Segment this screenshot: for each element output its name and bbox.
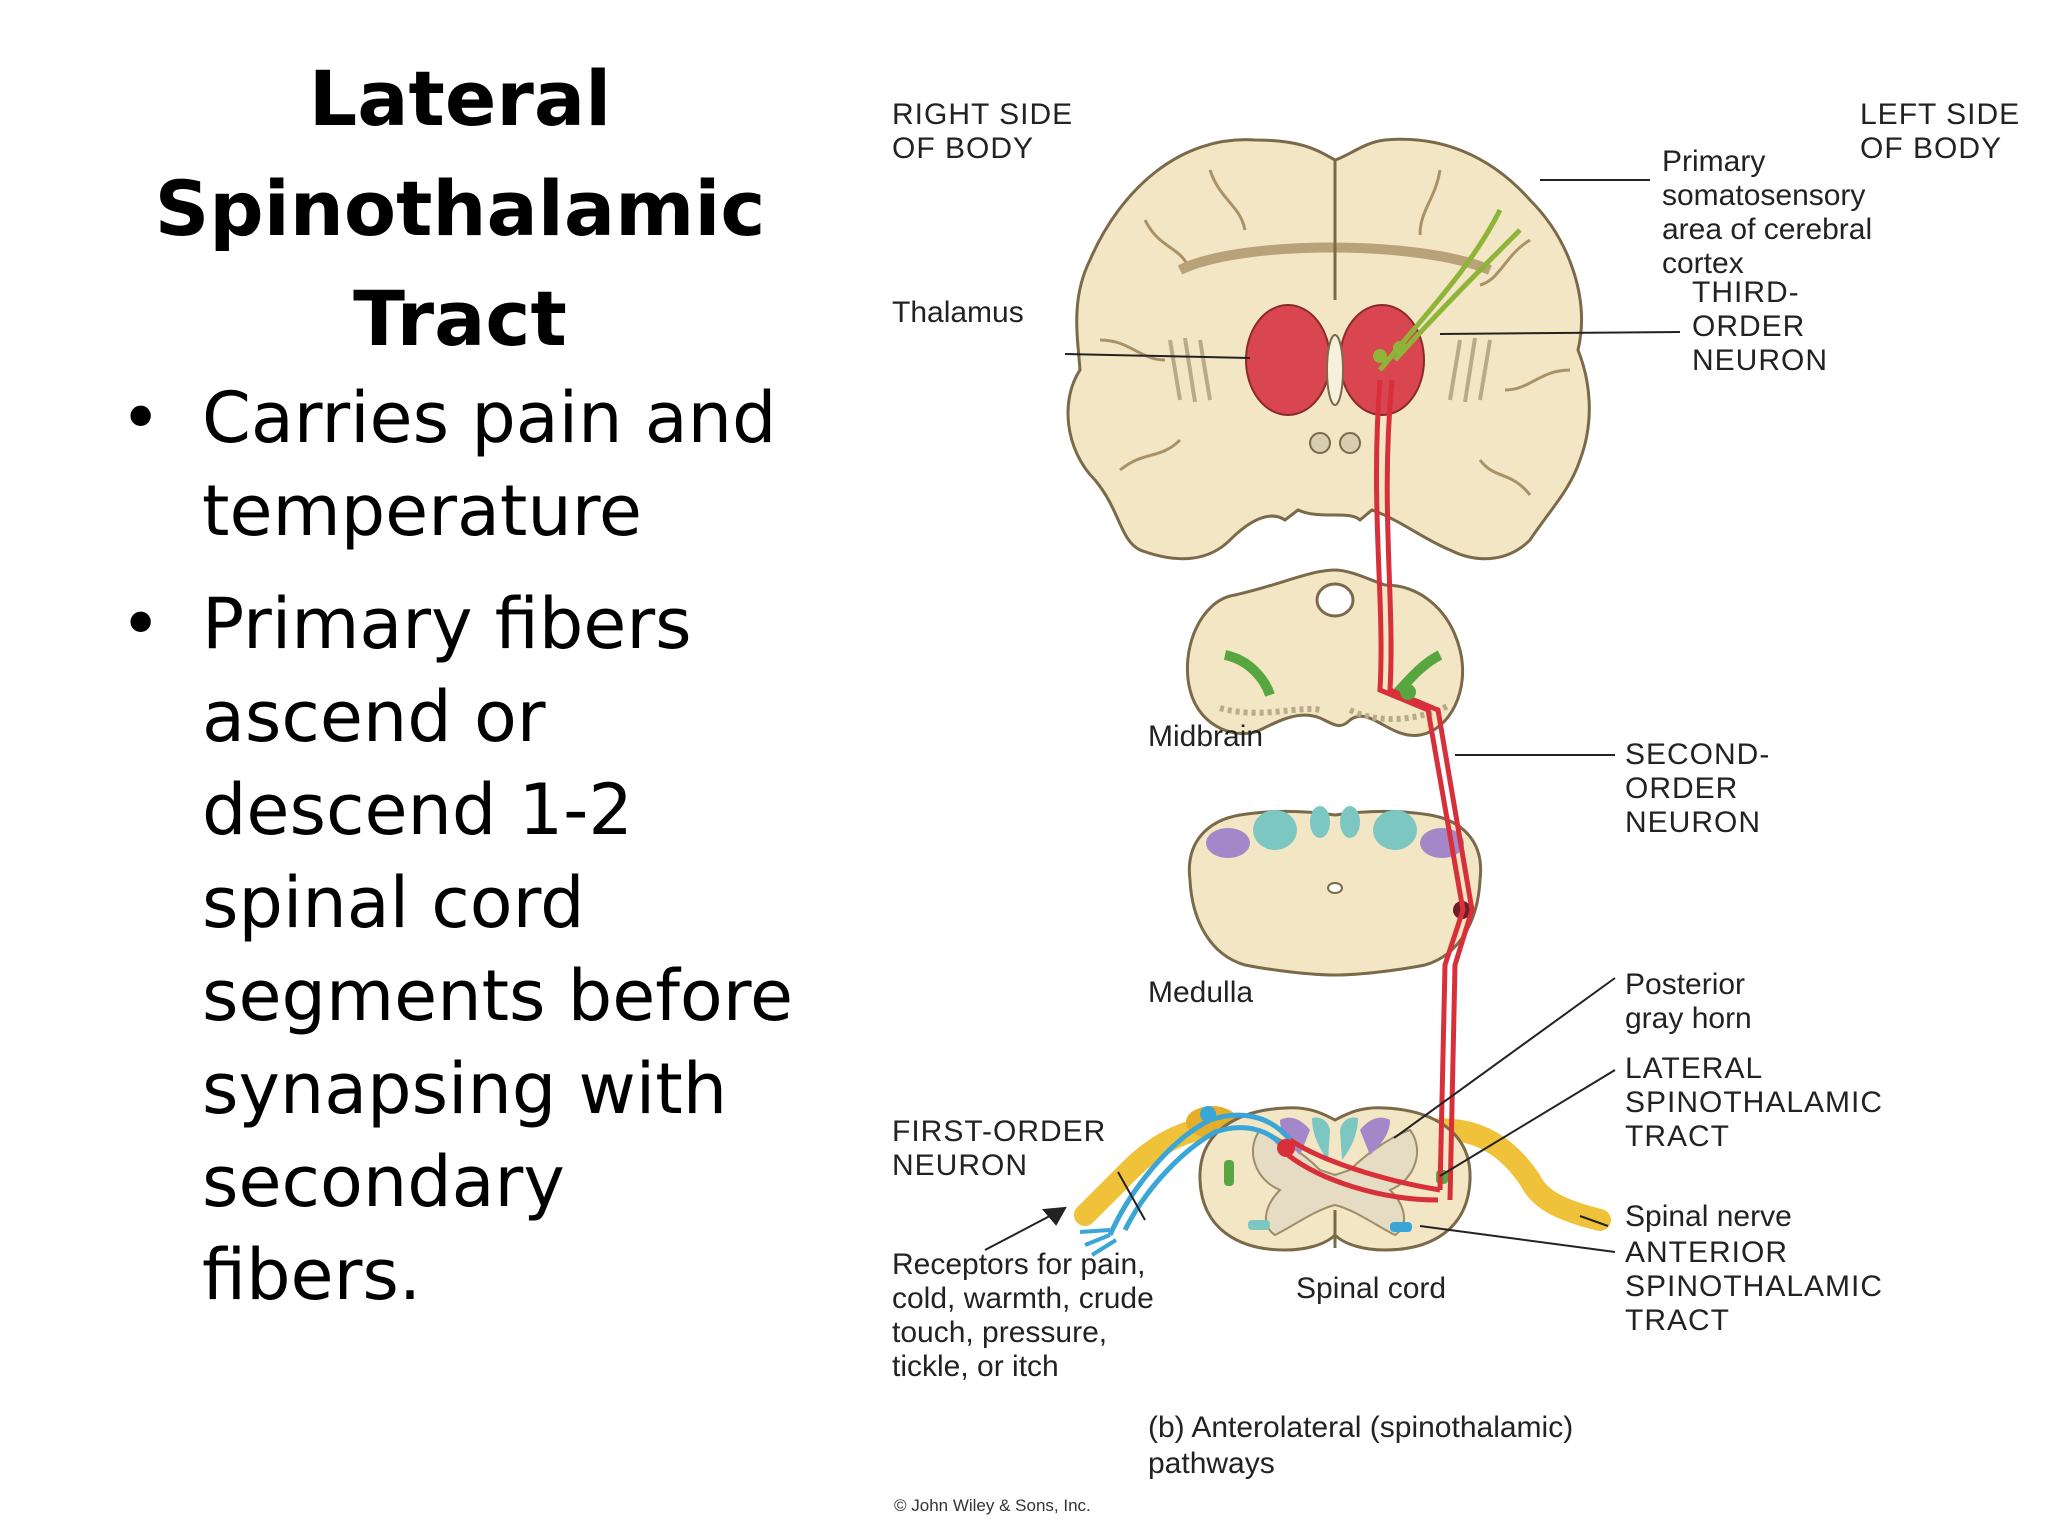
leader-third-order — [1439, 331, 1681, 335]
second-order-fiber — [1286, 1153, 1439, 1203]
label-second-order-neuron: SECOND- ORDER NEURON — [1625, 738, 1771, 839]
label-right-side: RIGHT SIDE OF BODY — [892, 98, 1074, 165]
label-posterior-gray-horn: Posterior gray horn — [1625, 968, 1752, 1035]
medulla-nucleus-purple — [1206, 828, 1250, 858]
receptor-endings — [1079, 1228, 1118, 1257]
cortex-fold — [1504, 368, 1571, 392]
thalamus-right — [1245, 304, 1331, 416]
leader-lateral-tract — [1439, 1069, 1616, 1177]
cortex-fold — [1099, 338, 1166, 362]
medulla-nucleus-teal — [1373, 810, 1417, 850]
medulla-nucleus-teal — [1253, 810, 1297, 850]
dorsal-column-purple — [1360, 1117, 1390, 1155]
mammillary-body — [1339, 432, 1361, 454]
figure-caption: (b) Anterolateral (spinothalamic) pathwa… — [1148, 1411, 1574, 1480]
leader-thalamus — [1064, 353, 1251, 359]
cortex-fold — [1478, 459, 1532, 496]
medulla-nucleus-teal — [1340, 806, 1360, 838]
first-order-fiber — [1122, 1125, 1288, 1232]
dorsal-column-teal — [1312, 1117, 1330, 1160]
mammillary-body — [1309, 432, 1331, 454]
label-medulla: Medulla — [1148, 976, 1254, 1009]
central-canal — [1327, 882, 1343, 894]
synapse-midbrain — [1400, 684, 1416, 700]
midbrain-nucleus — [1223, 650, 1275, 697]
basal-ganglia-striations — [1168, 337, 1492, 403]
label-spinal-cord: Spinal cord — [1296, 1272, 1447, 1305]
anterior-tract-marker-left — [1390, 1222, 1412, 1232]
cerebral-aqueduct — [1315, 582, 1355, 618]
title-line-1: Lateral — [308, 54, 612, 143]
label-lateral-spinothalamic-tract: LATERAL SPINOTHALAMIC TRACT — [1625, 1052, 1884, 1153]
cortex-fold — [1119, 438, 1182, 472]
second-order-tract — [1277, 379, 1475, 1203]
leader-anterior-tract — [1419, 1225, 1616, 1253]
second-order-fiber — [1288, 1137, 1441, 1193]
anterior-tract-marker — [1224, 1160, 1234, 1186]
bullet-item: Primary fibers ascend or descend 1-2 spi… — [120, 578, 800, 1322]
pathway-diagram — [984, 137, 1681, 1257]
label-midbrain: Midbrain — [1148, 720, 1264, 753]
label-third-order-neuron: THIRD- ORDER NEURON — [1692, 276, 1829, 377]
ascending-fiber — [1373, 379, 1466, 1191]
title-line-3: Tract — [353, 274, 567, 363]
cerebral-peduncle-striation — [1348, 702, 1452, 722]
leader-first-order — [1117, 1171, 1146, 1221]
anterior-tract-marker — [1248, 1220, 1270, 1230]
copyright-notice: © John Wiley & Sons, Inc. — [894, 1496, 1091, 1515]
dorsal-column-teal — [1340, 1117, 1358, 1160]
spinal-nerve-left — [1419, 1118, 1611, 1231]
label-first-order-neuron: FIRST-ORDER NEURON — [892, 1115, 1107, 1182]
cerebral-peduncle-striation — [1219, 705, 1321, 716]
medulla-section — [1187, 806, 1483, 977]
bullet-item: Carries pain and temperature — [120, 372, 800, 558]
slide-title: Lateral Spinothalamic Tract — [80, 44, 840, 374]
label-receptors: Receptors for pain, cold, warmth, crude … — [892, 1248, 1154, 1383]
ascending-fiber — [1384, 379, 1475, 1201]
medulla-nucleus-teal — [1310, 806, 1330, 838]
second-order-cell-body — [1277, 1139, 1295, 1157]
cortex-fold — [1208, 169, 1247, 231]
cerebrum-section — [1066, 137, 1591, 561]
third-order-fiber — [1393, 228, 1522, 362]
midbrain-section — [1185, 568, 1465, 737]
label-spinal-nerve: Spinal nerve — [1625, 1200, 1792, 1233]
receptor-arrow-head — [1041, 1206, 1067, 1226]
bullet-list: Carries pain and temperature Primary fib… — [120, 372, 800, 1342]
first-order-fiber — [1107, 1112, 1292, 1237]
third-ventricle — [1326, 334, 1344, 406]
third-order-neuron-cell — [1393, 341, 1407, 355]
third-order-neuron-cell — [1373, 349, 1387, 363]
label-anterior-spinothalamic-tract: ANTERIOR SPINOTHALAMIC TRACT — [1625, 1236, 1884, 1337]
first-order-cell-body — [1200, 1106, 1216, 1122]
title-line-2: Spinothalamic — [154, 164, 766, 253]
leader-lines — [984, 179, 1681, 1253]
leader-spinal-nerve — [1579, 1215, 1609, 1227]
spinothalamic-pathway-figure: RIGHT SIDE OF BODY LEFT SIDE OF BODY Pri… — [880, 40, 2048, 1536]
leader-posterior-gray-horn — [1393, 977, 1616, 1139]
label-thalamus: Thalamus — [892, 296, 1024, 329]
label-left-side: LEFT SIDE OF BODY — [1860, 98, 2021, 165]
cortex-fold — [1479, 238, 1531, 287]
label-primary-somatosensory: Primary somatosensory area of cerebral c… — [1662, 145, 1873, 280]
corpus-callosum — [1177, 242, 1492, 275]
cortex-fold — [1418, 169, 1442, 236]
